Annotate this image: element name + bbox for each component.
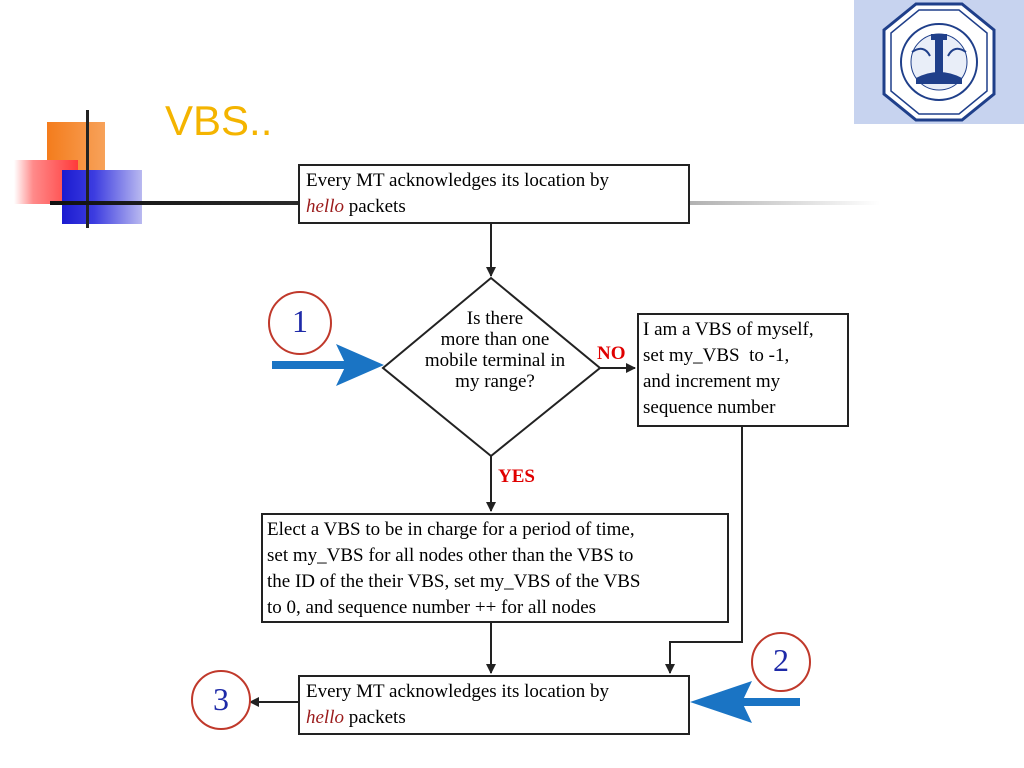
marker-number-1: 1 — [292, 303, 308, 339]
start-box-line1: Every MT acknowledges its location by — [306, 170, 610, 191]
elect-vbs-box: Elect a VBS to be in charge for a period… — [261, 513, 729, 623]
end-box-line2: hello packets — [306, 705, 682, 731]
end-box-italic: hello — [306, 707, 344, 728]
elect-box-line: Elect a VBS to be in charge for a period… — [267, 519, 635, 540]
decision-line: my range? — [455, 371, 535, 392]
blue-arrow-entry-1 — [272, 344, 384, 386]
elect-box-line: set my_VBS for all nodes other than the … — [267, 545, 634, 566]
marker-number-2: 2 — [773, 642, 789, 678]
decision-line: Is there — [466, 308, 524, 329]
decision-text: Is there more than one mobile terminal i… — [400, 308, 590, 392]
end-box-rest: packets — [344, 707, 406, 728]
logo — [854, 0, 1024, 124]
arrow-no-to-end — [665, 427, 743, 674]
start-box-italic: hello — [306, 196, 344, 217]
no-box-line: I am a VBS of myself, — [643, 319, 814, 340]
yes-label: YES — [498, 466, 535, 487]
marker-number-3: 3 — [213, 681, 229, 717]
end-box: Every MT acknowledges its location by he… — [298, 675, 690, 735]
end-box-line1: Every MT acknowledges its location by — [306, 681, 610, 702]
decor-blue-square — [62, 170, 142, 224]
elect-box-line: the ID of the their VBS, set my_VBS of t… — [267, 571, 641, 592]
start-box-rest: packets — [344, 196, 406, 217]
decision-line: more than one — [440, 329, 550, 350]
start-box: Every MT acknowledges its location by he… — [298, 164, 690, 224]
start-box-line2: hello packets — [306, 194, 682, 220]
no-box-line: sequence number — [643, 397, 776, 418]
no-branch-box: I am a VBS of myself, set my_VBS to -1, … — [637, 313, 849, 427]
no-box-line: set my_VBS to -1, — [643, 345, 790, 366]
no-label: NO — [597, 343, 626, 364]
elect-box-line: to 0, and sequence number ++ for all nod… — [267, 597, 597, 618]
no-box-line: and increment my — [643, 371, 781, 392]
university-seal-icon — [882, 2, 996, 122]
blue-arrow-entry-2 — [690, 681, 800, 723]
marker-circle-3 — [191, 670, 251, 730]
marker-circle-1 — [268, 291, 332, 355]
slide-title: VBS.. — [165, 97, 273, 144]
marker-circle-2 — [751, 632, 811, 692]
decision-line: mobile terminal in — [424, 350, 566, 371]
decor-vertical-line — [86, 110, 89, 228]
